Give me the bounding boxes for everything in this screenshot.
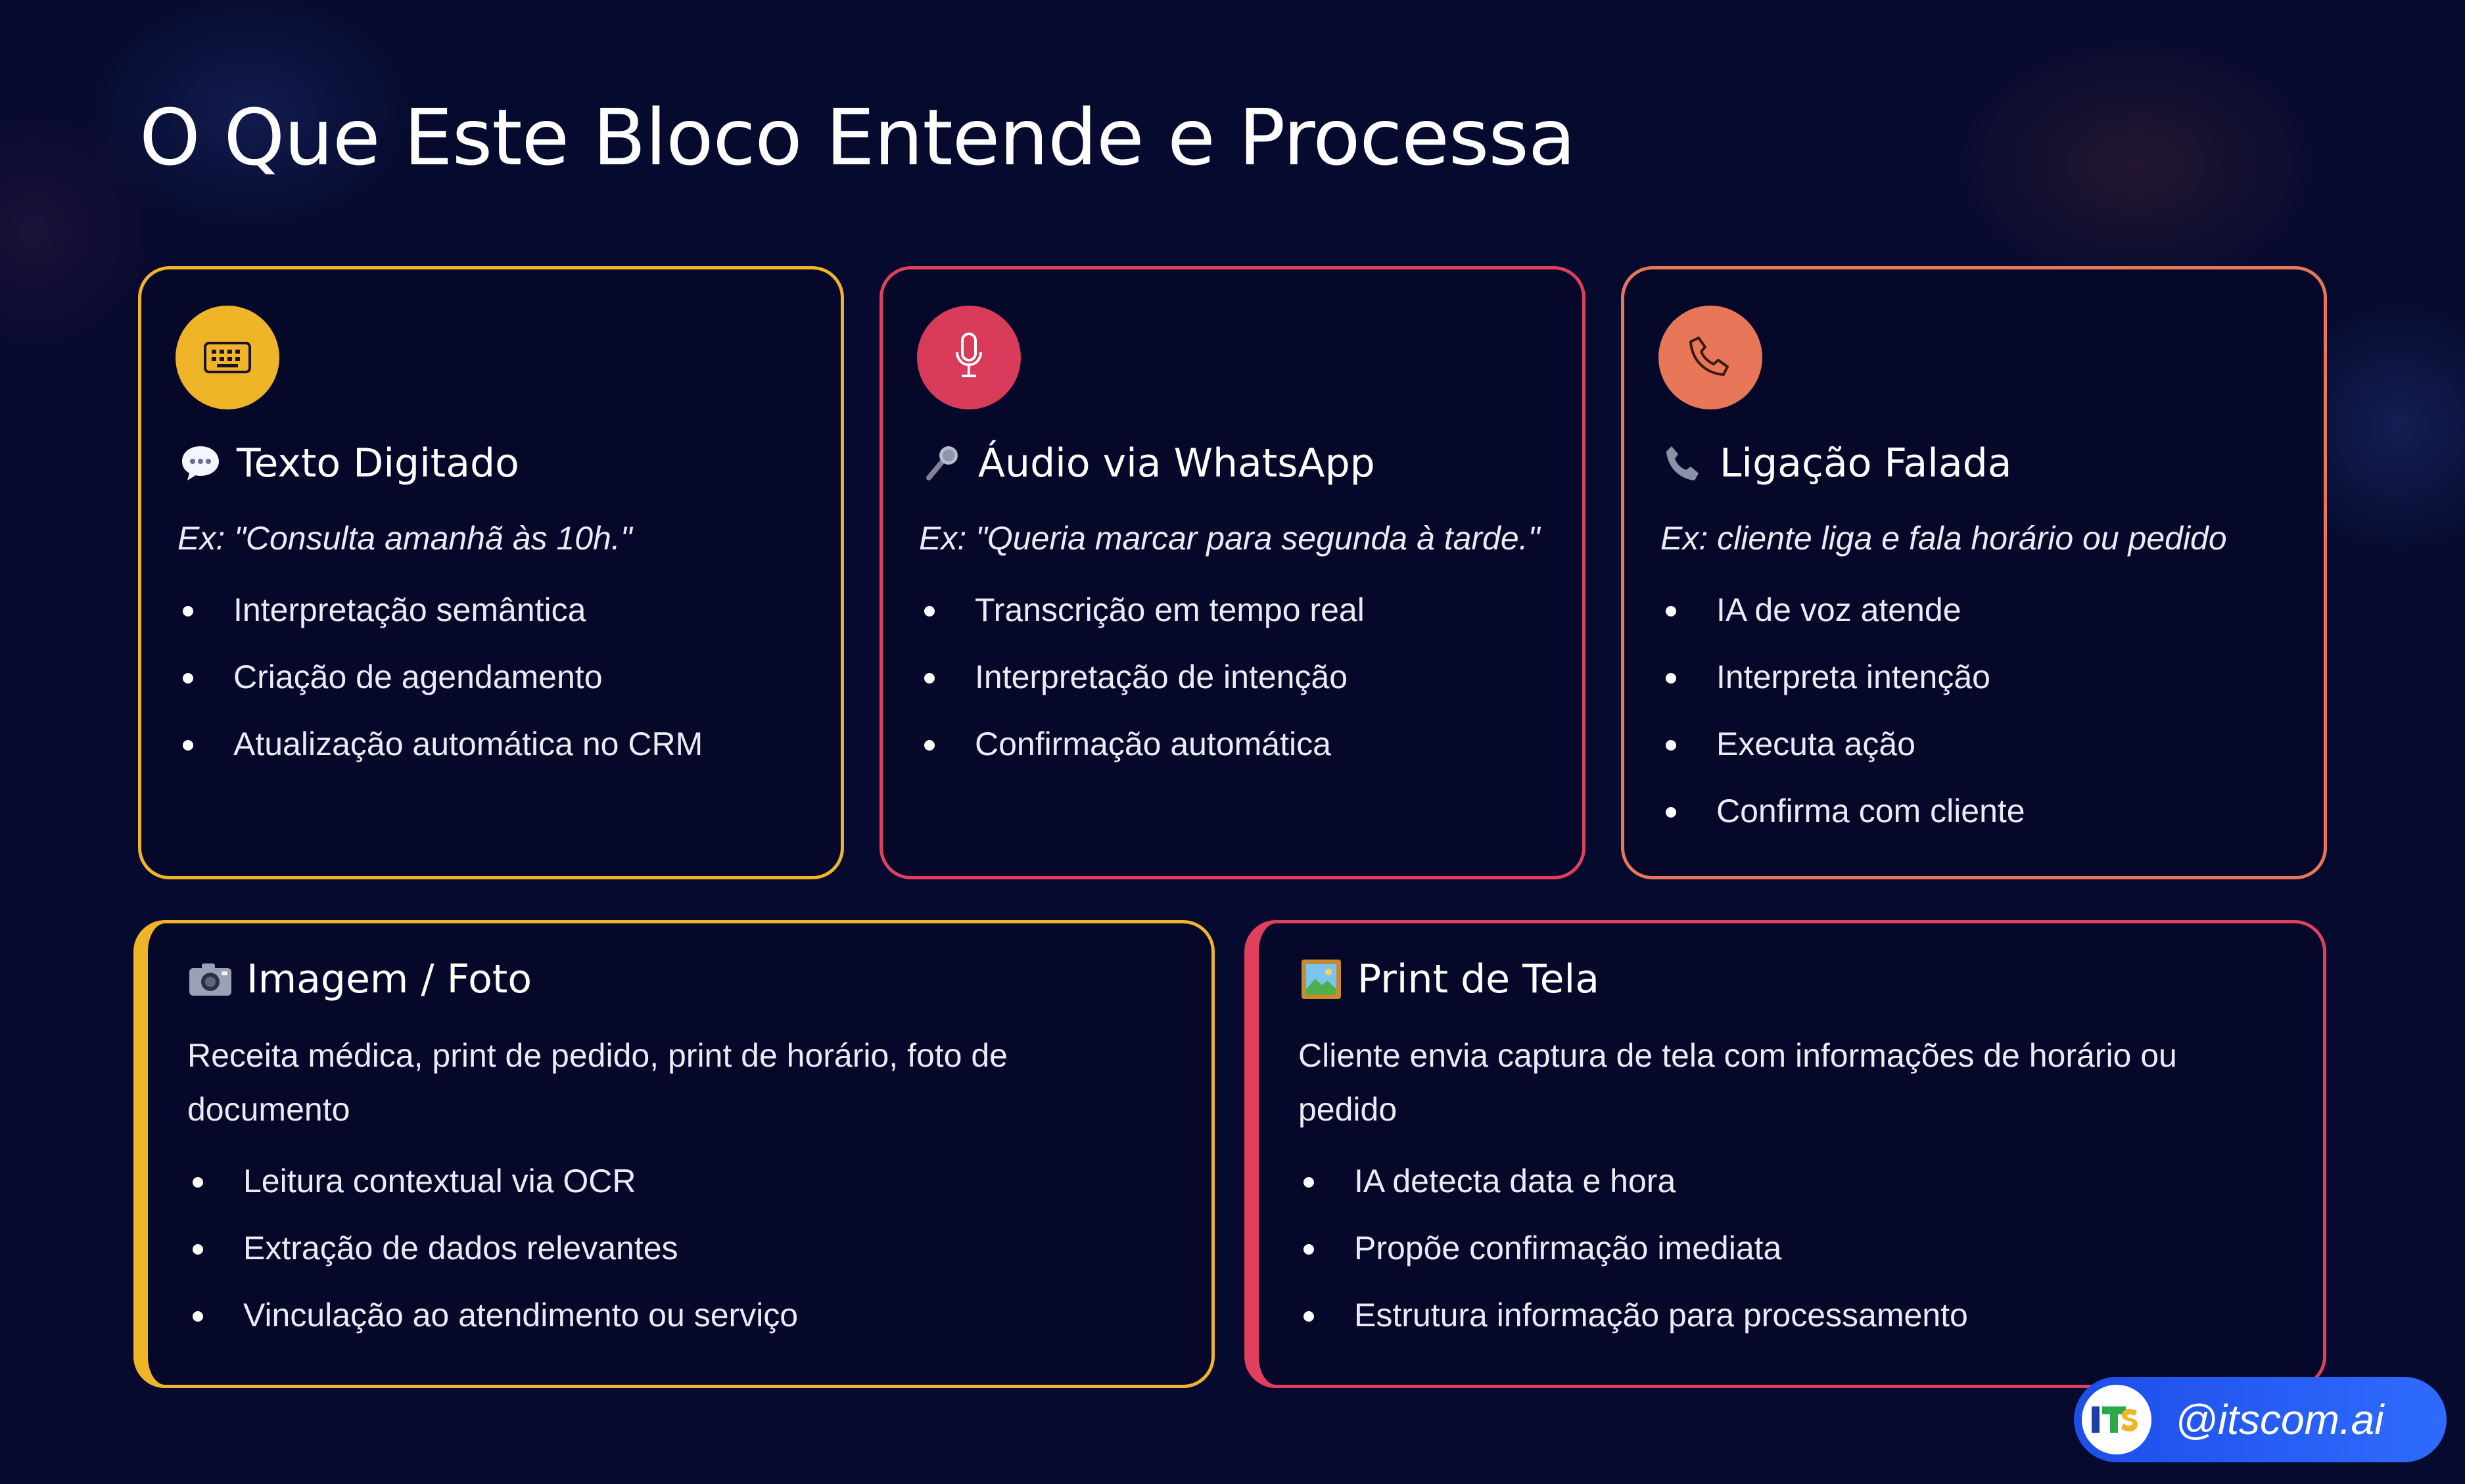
card-title-text: Ligação Falada [1720, 440, 2012, 486]
card-title-text: Texto Digitado [237, 440, 519, 486]
card-title: Print de Tela [1298, 956, 1599, 1002]
card-example: Ex: "Queria marcar para segunda à tarde.… [919, 520, 1540, 557]
phone-icon [1658, 306, 1762, 409]
feature-list: IA detecta data e hora Propõe confirmaçã… [1298, 1161, 1968, 1362]
card-title: Ligação Falada [1660, 440, 2012, 486]
microphone-emoji-icon [919, 440, 965, 486]
feature-list: Interpretação semântica Criação de agend… [177, 590, 703, 791]
list-item: Leitura contextual via OCR [187, 1161, 798, 1228]
card-imagem-foto: Imagem / Foto Receita médica, print de p… [133, 920, 1215, 1388]
card-example: Ex: cliente liga e fala horário ou pedid… [1660, 520, 2227, 557]
feature-list: Transcrição em tempo real Interpretação … [919, 590, 1365, 791]
its-logo-icon [2082, 1385, 2151, 1454]
card-title: Áudio via WhatsApp [919, 440, 1375, 486]
list-item: Propõe confirmação imediata [1298, 1228, 1968, 1295]
feature-list: IA de voz atende Interpreta intenção Exe… [1660, 590, 2025, 858]
card-example: Ex: "Consulta amanhã às 10h." [177, 520, 632, 557]
card-title-text: Print de Tela [1357, 956, 1599, 1002]
speech-bubble-icon [177, 440, 223, 486]
list-item: Vinculação ao atendimento ou serviço [187, 1295, 798, 1362]
list-item: Confirma com cliente [1660, 791, 2025, 858]
card-description: Receita médica, print de pedido, print d… [187, 1037, 1008, 1128]
card-title: Imagem / Foto [187, 956, 532, 1002]
list-item: Interpretação de intenção [919, 657, 1365, 724]
badge-handle: @itscom.ai [2175, 1396, 2384, 1443]
list-item: Confirmação automática [919, 724, 1365, 791]
feature-list: Leitura contextual via OCR Extração de d… [187, 1161, 798, 1362]
card-ligacao-falada: Ligação Falada Ex: cliente liga e fala h… [1621, 266, 2327, 879]
card-audio-whatsapp: Áudio via WhatsApp Ex: "Queria marcar pa… [880, 266, 1585, 879]
keyboard-icon [176, 306, 279, 409]
list-item: Transcrição em tempo real [919, 590, 1365, 657]
microphone-icon [917, 306, 1021, 409]
list-item: IA detecta data e hora [1298, 1161, 1968, 1228]
card-description: Cliente envia captura de tela com inform… [1298, 1037, 2177, 1128]
social-handle-badge[interactable]: @itscom.ai [2074, 1377, 2447, 1462]
card-texto-digitado: Texto Digitado Ex: "Consulta amanhã às 1… [138, 266, 844, 879]
card-title-text: Imagem / Foto [246, 956, 532, 1002]
page-title: O Que Este Bloco Entende e Processa [139, 92, 1576, 183]
list-item: Extração de dados relevantes [187, 1228, 798, 1295]
background-glow [1939, 26, 2334, 302]
telephone-receiver-icon [1660, 440, 1706, 486]
card-title: Texto Digitado [177, 440, 519, 486]
list-item: Atualização automática no CRM [177, 724, 703, 791]
list-item: IA de voz atende [1660, 590, 2025, 657]
camera-icon [187, 956, 233, 1002]
list-item: Interpreta intenção [1660, 657, 2025, 724]
list-item: Criação de agendamento [177, 657, 703, 724]
card-title-text: Áudio via WhatsApp [978, 440, 1375, 486]
framed-picture-icon [1298, 956, 1344, 1002]
list-item: Estrutura informação para processamento [1298, 1295, 1968, 1362]
list-item: Interpretação semântica [177, 590, 703, 657]
list-item: Executa ação [1660, 724, 2025, 791]
card-print-de-tela: Print de Tela Cliente envia captura de t… [1244, 920, 2326, 1388]
